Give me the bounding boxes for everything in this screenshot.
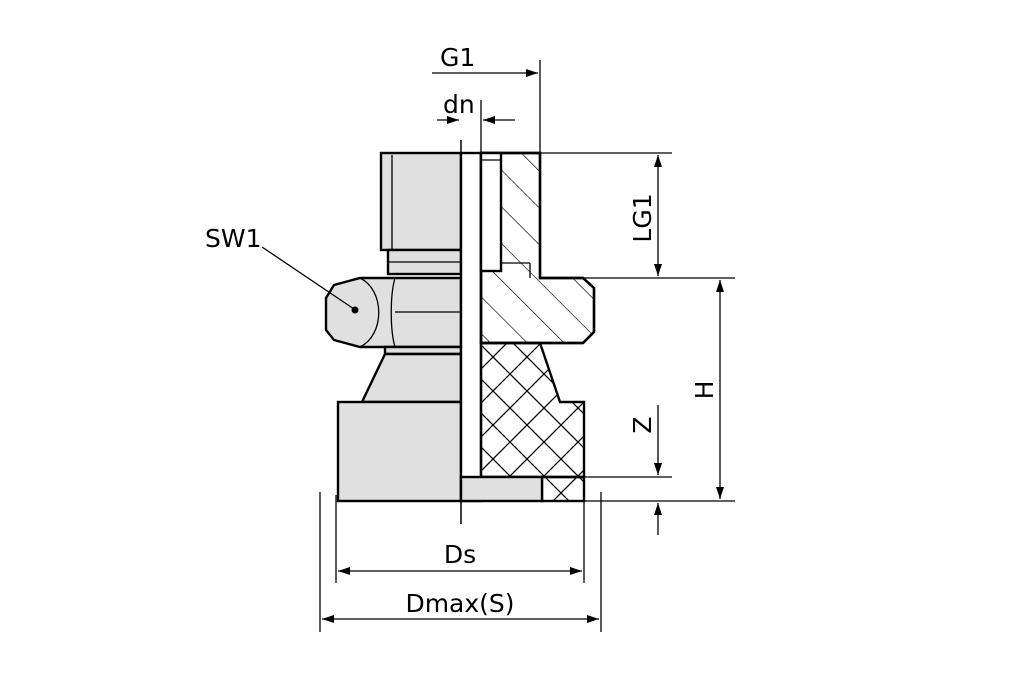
- ds-label: Ds: [444, 540, 476, 569]
- g1-label: G1: [440, 43, 475, 72]
- sw1-leader: SW1: [205, 224, 359, 314]
- z-label: Z: [628, 416, 657, 433]
- g1-dimension: G1: [432, 43, 541, 153]
- lg1-label: LG1: [628, 193, 657, 242]
- z-dimension: Z: [584, 405, 672, 535]
- h-dimension: H: [584, 280, 735, 502]
- lg1-dimension: LG1: [540, 152, 735, 279]
- h-label: H: [690, 381, 719, 400]
- dmax-label: Dmax(S): [405, 589, 514, 618]
- dn-dimension: dn: [437, 90, 515, 153]
- ds-dimension: Ds: [335, 495, 585, 583]
- suction-cup-section: [479, 341, 586, 479]
- suction-cup-exterior: [336, 400, 463, 503]
- fitting-exterior: [379, 151, 463, 252]
- dmax-dimension: Dmax(S): [319, 492, 602, 632]
- exterior-view: [324, 151, 463, 503]
- sw1-label: SW1: [205, 224, 262, 253]
- section-view: [459, 151, 596, 503]
- dn-label: dn: [443, 90, 475, 119]
